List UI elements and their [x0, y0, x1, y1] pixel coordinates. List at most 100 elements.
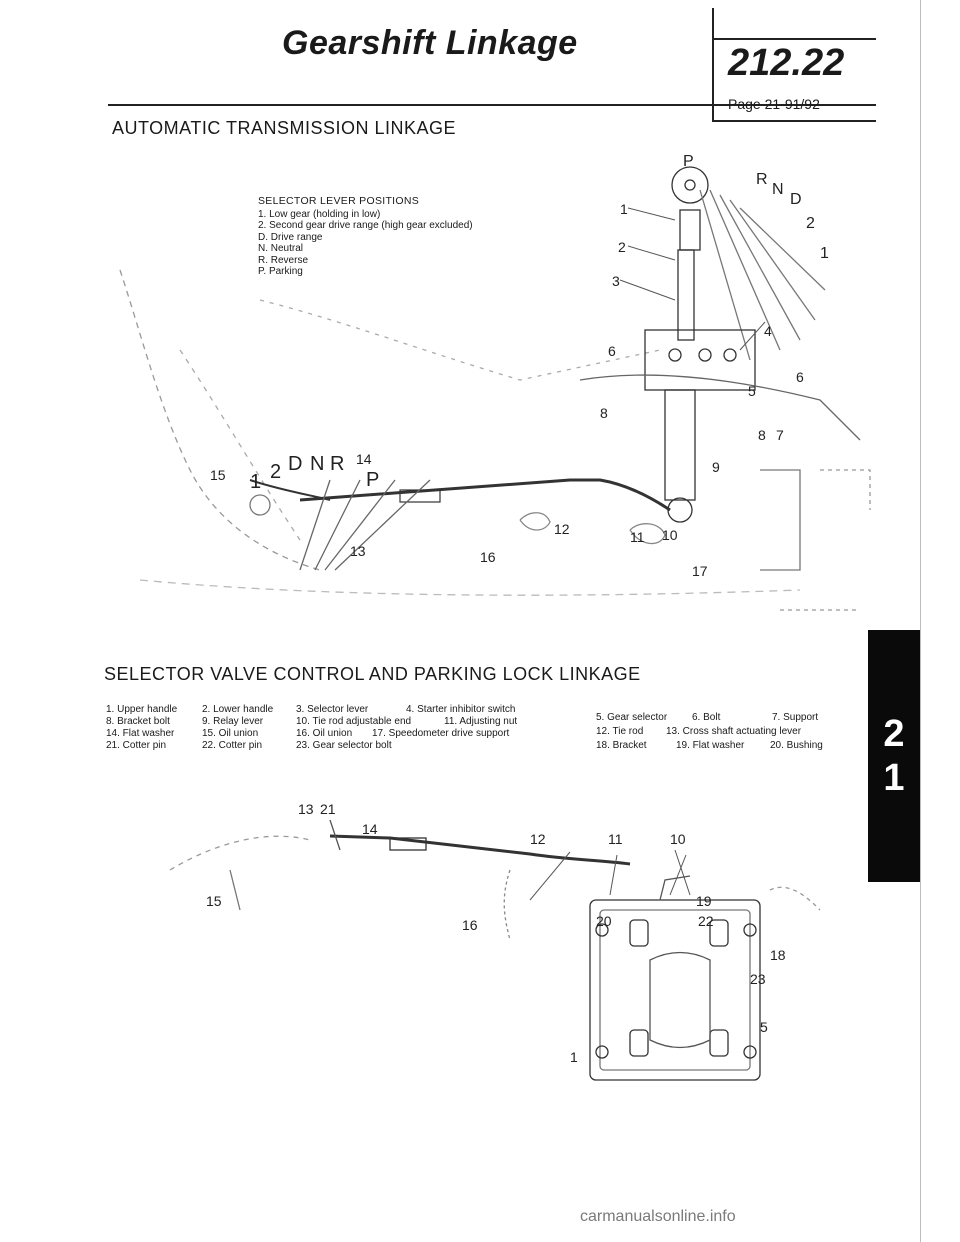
section-number: 212.22 — [728, 42, 845, 84]
callout-8-right: 8 — [758, 427, 766, 443]
lever-position-r-top: R — [756, 171, 768, 188]
callout-18: 18 — [770, 947, 786, 963]
selector-housing — [644, 329, 756, 391]
binding-edge-line — [920, 0, 921, 1242]
parts-list-item: 16. Oil union — [296, 728, 353, 739]
linkage-diagram-automatic: P R N D 2 1 1 2 3 4 5 6 6 7 8 8 9 10 11 … — [119, 153, 871, 611]
relay-lever-support — [664, 389, 696, 501]
callout-1: 1 — [570, 1049, 578, 1065]
lower-handle — [677, 249, 695, 341]
callout-7: 7 — [776, 427, 784, 443]
legend-item: 2. Second gear drive range (high gear ex… — [258, 220, 473, 231]
page-title: Gearshift Linkage — [282, 24, 578, 62]
tie-rod — [299, 478, 671, 512]
selector-positions-legend: SELECTOR LEVER POSITIONS 1. Low gear (ho… — [258, 195, 473, 278]
lever-position-n-top: N — [772, 181, 784, 198]
upper-handle — [679, 209, 701, 251]
callout-6-right: 6 — [796, 369, 804, 385]
callout-8-left: 8 — [600, 405, 608, 421]
callout-21: 21 — [320, 801, 336, 817]
lever-position-r-low: R — [330, 453, 344, 475]
parts-list-item: 19. Flat washer — [676, 740, 745, 751]
legend-title: SELECTOR LEVER POSITIONS — [258, 195, 420, 207]
parts-list-item: 11. Adjusting nut — [444, 716, 518, 727]
parts-list-item: 23. Gear selector bolt — [296, 740, 392, 751]
section-heading-automatic-transmission: AUTOMATIC TRANSMISSION LINKAGE — [112, 118, 457, 138]
parts-list-item: 14. Flat washer — [106, 728, 175, 739]
tie-rod-lower — [329, 834, 631, 866]
callout-14: 14 — [362, 821, 378, 837]
callout-13: 13 — [298, 801, 314, 817]
legend-item: P. Parking — [258, 266, 303, 277]
parts-list-item: 6. Bolt — [692, 712, 721, 723]
watermark-text: carmanualsonline.info — [580, 1208, 736, 1225]
section-index-tab — [868, 630, 920, 882]
callout-12: 12 — [530, 831, 546, 847]
parts-list-item: 4. Starter inhibitor switch — [406, 704, 516, 715]
callout-11: 11 — [630, 529, 645, 545]
parts-list-item: 2. Lower handle — [202, 704, 274, 715]
lever-position-d-low: D — [288, 453, 302, 475]
callout-10: 10 — [662, 527, 678, 543]
linkage-diagram-selector-valve: 13 21 14 15 16 12 11 10 19 20 22 18 23 1… — [169, 801, 821, 1081]
callout-6-left: 6 — [608, 343, 616, 359]
parts-list-item: 10. Tie rod adjustable end — [296, 716, 412, 727]
callout-16: 16 — [480, 549, 496, 565]
parts-list-item: 22. Cotter pin — [202, 740, 263, 751]
callout-16: 16 — [462, 917, 478, 933]
callout-9: 9 — [712, 459, 720, 475]
callout-13: 13 — [350, 543, 366, 559]
legend-item: R. Reverse — [258, 254, 309, 266]
header-box-bottom-rule — [712, 120, 876, 122]
lever-knob — [671, 166, 709, 204]
callout-23: 23 — [750, 971, 766, 987]
callout-3: 3 — [612, 273, 620, 289]
lever-position-1-top: 1 — [820, 245, 829, 262]
lever-position-2-low: 2 — [270, 461, 281, 483]
callout-10: 10 — [670, 831, 686, 847]
callout-17: 17 — [692, 563, 708, 579]
parts-list-item: 15. Oil union — [202, 728, 259, 739]
callout-5: 5 — [760, 1019, 768, 1035]
tunnel-outline — [179, 349, 301, 541]
callout-1: 1 — [620, 201, 628, 217]
parts-list-item: 1. Upper handle — [106, 704, 178, 715]
callout-12: 12 — [554, 521, 570, 537]
callout-20: 20 — [596, 913, 612, 929]
lever-position-p-low: P — [366, 469, 379, 491]
parts-list: 1. Upper handle 2. Lower handle 3. Selec… — [106, 704, 876, 764]
lever-knob-center — [684, 179, 696, 191]
section-heading-selector-valve: SELECTOR VALVE CONTROL AND PARKING LOCK … — [104, 664, 641, 684]
callout-11: 11 — [608, 831, 623, 847]
callout-22: 22 — [698, 913, 714, 929]
parts-list-item: 7. Support — [772, 712, 819, 723]
lever-position-n-low: N — [310, 453, 324, 475]
parts-list-item: 21. Cotter pin — [106, 740, 167, 751]
callout-15: 15 — [210, 467, 226, 483]
callout-19: 19 — [696, 893, 712, 909]
callout-2: 2 — [618, 239, 626, 255]
callout-4: 4 — [764, 323, 772, 339]
gear-selector-housing — [589, 899, 761, 1081]
parts-list-item: 9. Relay lever — [202, 716, 264, 727]
header-rule — [108, 104, 876, 106]
vehicle-floor-outline — [119, 269, 321, 571]
legend-item: D. Drive range — [258, 231, 323, 243]
lever-position-1-low: 1 — [250, 471, 261, 493]
legend-item: 1. Low gear (holding in low) — [258, 208, 381, 220]
parts-list-item: 17. Speedometer drive support — [372, 728, 510, 739]
parts-list-item: 5. Gear selector — [596, 712, 668, 723]
parts-list-item: 18. Bracket — [596, 740, 647, 751]
page-reference: Page 21-91/92 — [728, 96, 820, 112]
floor-line — [139, 579, 801, 596]
callout-14: 14 — [356, 451, 372, 467]
parts-list-item: 8. Bracket bolt — [106, 716, 170, 727]
lever-position-d-top: D — [790, 191, 802, 208]
parts-list-item: 3. Selector lever — [296, 704, 369, 715]
section-index-tab-number: 2 1 — [883, 713, 905, 799]
parts-list-item: 20. Bushing — [770, 740, 823, 751]
parts-list-item: 13. Cross shaft actuating lever — [666, 726, 802, 737]
header-box-top-rule — [712, 38, 876, 40]
relay-lever-pivot — [667, 497, 693, 523]
legend-item: N. Neutral — [258, 243, 304, 254]
